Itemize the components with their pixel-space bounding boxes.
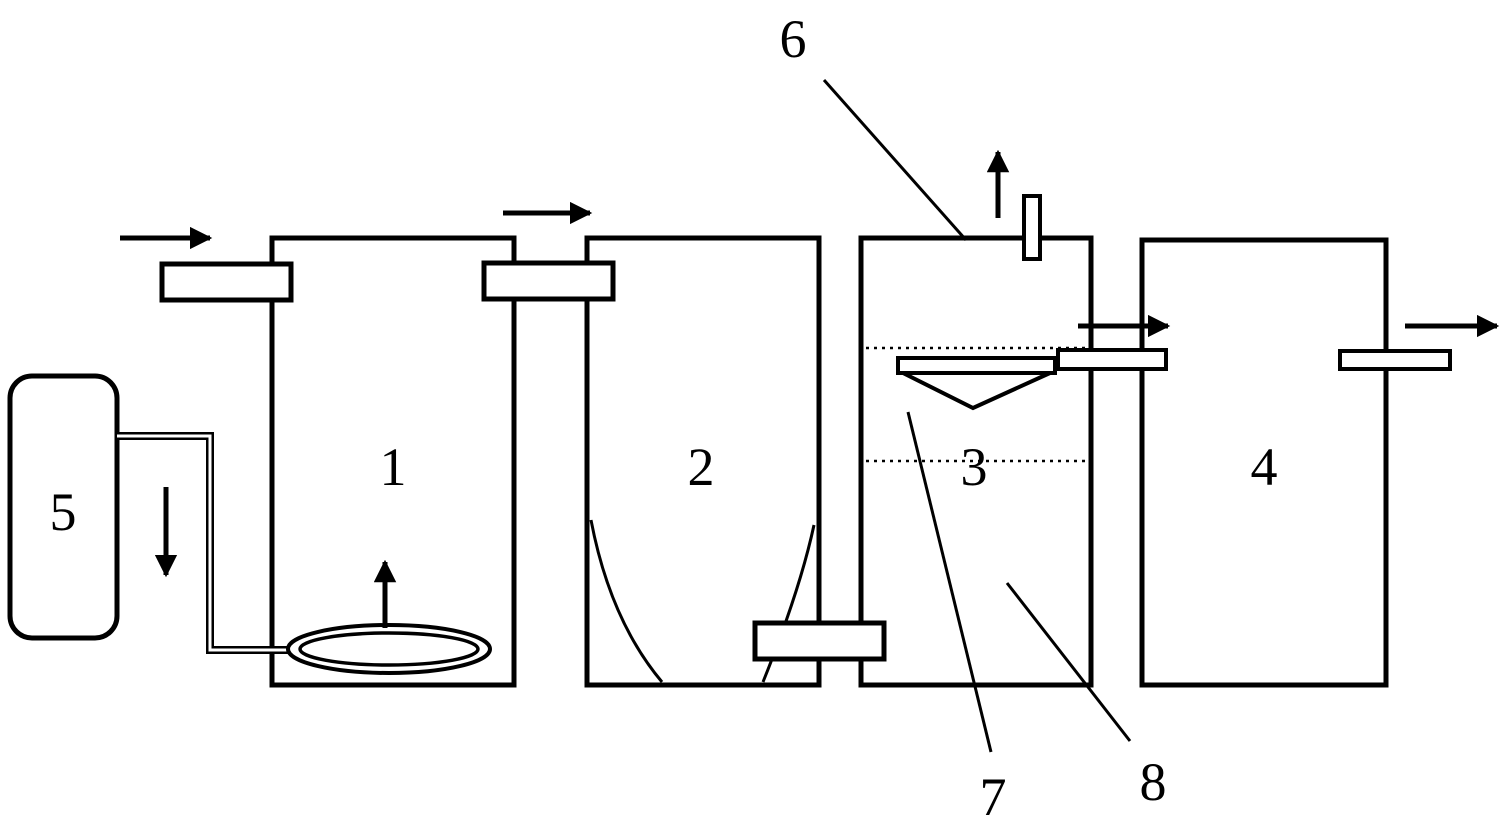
callout-8-label: 8 — [1140, 752, 1167, 812]
pipe-3-to-4 — [1056, 348, 1168, 371]
inlet-pipe — [159, 261, 294, 303]
tank-1 — [269, 235, 517, 688]
tank-2-label: 2 — [688, 437, 715, 497]
callout-7-label: 7 — [980, 767, 1007, 827]
leader-line-6 — [822, 79, 968, 241]
tank-1-label: 1 — [380, 437, 407, 497]
tank-4-label: 4 — [1251, 437, 1278, 497]
pipe-2-to-3 — [752, 620, 887, 662]
tank-2-curve-left — [589, 519, 664, 683]
air-pipe — [117, 432, 290, 654]
unit-5-label: 5 — [50, 482, 77, 542]
pipe-1-to-2 — [481, 260, 616, 302]
unit-5 — [7, 373, 120, 641]
callout-6-label: 6 — [780, 9, 807, 69]
leader-line-8 — [1005, 582, 1132, 742]
funnel-separator — [896, 356, 1057, 411]
gas-vent-pipe — [1022, 194, 1042, 261]
outlet-pipe — [1338, 349, 1452, 371]
leader-line-7 — [906, 411, 993, 753]
aerator-ring — [286, 623, 492, 675]
tank-4 — [1139, 237, 1389, 688]
tank-3-label: 3 — [961, 437, 988, 497]
